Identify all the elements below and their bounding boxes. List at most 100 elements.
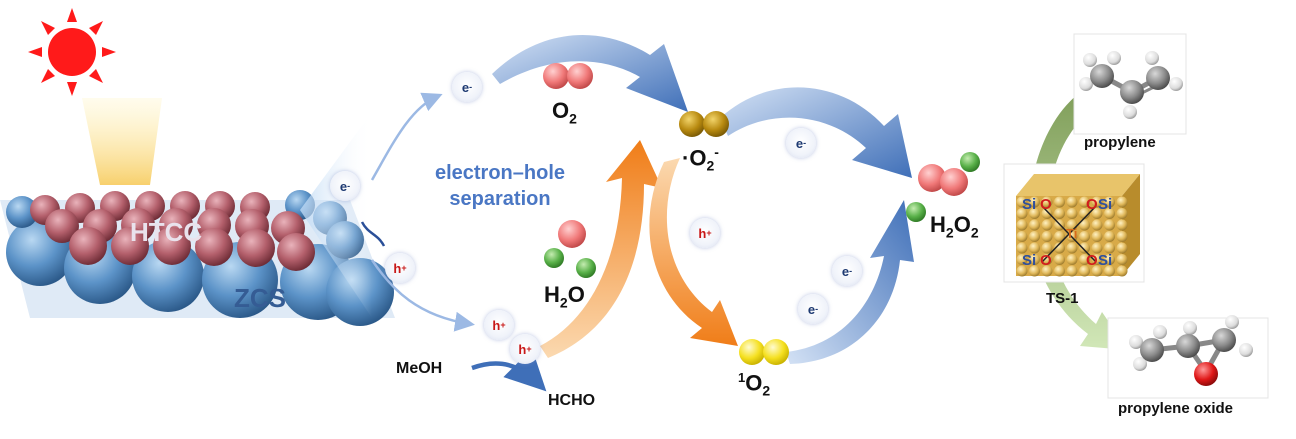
meoh-oxidation-arrow bbox=[471, 348, 547, 392]
water-oxidation-arrow bbox=[540, 140, 662, 358]
ts1-lattice-atom bbox=[1104, 242, 1115, 254]
propylene-label: propylene bbox=[1084, 134, 1156, 151]
ts1-o-label: O bbox=[1086, 196, 1098, 213]
light-beam bbox=[82, 98, 162, 185]
ts1-lattice-atom bbox=[1029, 196, 1040, 208]
charge-fan bbox=[300, 112, 372, 318]
ts1-lattice-atom bbox=[1116, 196, 1128, 208]
ts1-lattice-atom bbox=[1016, 208, 1028, 219]
ts1-lattice-atom bbox=[1016, 231, 1028, 242]
ts1-si-label: Si bbox=[1022, 196, 1037, 213]
ts1-si-label: Si bbox=[1098, 196, 1113, 213]
ts1-lattice-atom bbox=[1104, 265, 1115, 277]
ts1-lattice-atom bbox=[1054, 254, 1065, 265]
ts1-si-label: Si bbox=[1022, 252, 1037, 269]
ts1-lattice-atom bbox=[1091, 231, 1103, 242]
ts1-lattice-atom bbox=[1029, 219, 1040, 231]
ts1-lattice-atom bbox=[1016, 196, 1028, 208]
ts1-lattice-atom bbox=[1079, 254, 1090, 265]
singlet-to-h2o2-arrow bbox=[786, 200, 914, 364]
electron-path-arrow bbox=[370, 92, 443, 181]
ts1-lattice-atom bbox=[1091, 265, 1103, 277]
singlet-oxygen-label: 1O2 bbox=[738, 370, 771, 399]
ts1-lattice-atom bbox=[1091, 208, 1103, 219]
ts1-lattice-atom bbox=[1079, 208, 1090, 219]
superoxide-label: ·O2- bbox=[682, 144, 719, 174]
exchange-arrow bbox=[360, 221, 386, 247]
ts1-lattice-atom bbox=[1104, 208, 1115, 219]
hcho-label: HCHO bbox=[548, 392, 596, 409]
ts1-o-label: O bbox=[1040, 196, 1052, 213]
ts1-lattice-atom bbox=[1016, 242, 1028, 254]
water-molecule bbox=[544, 220, 596, 278]
ts1-lattice-atom bbox=[1041, 208, 1053, 219]
ts1-lattice-atom bbox=[1091, 196, 1103, 208]
ts1-lattice-atom bbox=[1066, 254, 1078, 265]
ts1-o-label: O bbox=[1040, 252, 1052, 269]
ts1-lattice-atom bbox=[1091, 242, 1103, 254]
hole-path-arrow bbox=[370, 259, 475, 332]
ts1-lattice-atom bbox=[1104, 231, 1115, 242]
zcs-label: ZCS bbox=[234, 283, 286, 313]
electron-carrier: e- bbox=[330, 171, 360, 201]
ts1-o-label: O bbox=[1086, 252, 1098, 269]
ts1-zeolite-block bbox=[1016, 174, 1140, 277]
catalyst-slab bbox=[0, 190, 395, 326]
ts1-lattice-atom bbox=[1066, 265, 1078, 277]
superoxide-to-singlet-arrow bbox=[649, 158, 738, 346]
ts1-lattice-atom bbox=[1041, 219, 1053, 231]
ts1-lattice-atom bbox=[1054, 208, 1065, 219]
propylene-oxide-label: propylene oxide bbox=[1118, 400, 1234, 417]
ts1-lattice-atom bbox=[1041, 265, 1053, 277]
hole-carrier: h+ bbox=[385, 253, 415, 283]
h2o2-label: H2O2 bbox=[930, 212, 979, 241]
superoxide-molecule bbox=[679, 111, 729, 137]
ts1-lattice-atom bbox=[1079, 219, 1090, 231]
propylene-oxide-molecule bbox=[1129, 315, 1253, 386]
ts1-lattice-atom bbox=[1104, 219, 1115, 231]
o2-label: O2 bbox=[552, 98, 577, 127]
separation-label: electron–hole separation bbox=[434, 162, 566, 210]
ts1-lattice-atom bbox=[1029, 254, 1040, 265]
ts1-lattice-atom bbox=[1066, 208, 1078, 219]
ts1-lattice-atom bbox=[1029, 242, 1040, 254]
singlet-oxygen-molecule bbox=[739, 339, 789, 365]
ts1-lattice-atom bbox=[1079, 196, 1090, 208]
ts1-lattice-atom bbox=[1116, 242, 1128, 254]
ts1-lattice-atom bbox=[1079, 231, 1090, 242]
ts1-lattice-atom bbox=[1091, 254, 1103, 265]
ts1-lattice-atom bbox=[1016, 219, 1028, 231]
ts1-lattice-atom bbox=[1116, 231, 1128, 242]
superoxide-to-h2o2-arrow bbox=[720, 87, 912, 178]
electron-carrier: e- bbox=[832, 256, 862, 286]
ts1-lattice-atom bbox=[1029, 265, 1040, 277]
ts1-lattice-atom bbox=[1066, 196, 1078, 208]
ts1-lattice-atom bbox=[1116, 265, 1128, 277]
ts1-lattice-atom bbox=[1041, 254, 1053, 265]
ts1-si-label: Si bbox=[1098, 252, 1113, 269]
ts1-ti-label: Ti bbox=[1066, 226, 1078, 241]
ts1-lattice-atom bbox=[1079, 242, 1090, 254]
ts1-lattice-atom bbox=[1029, 208, 1040, 219]
hole-carrier: h+ bbox=[510, 334, 540, 364]
ts1-lattice-atom bbox=[1054, 196, 1065, 208]
epoxidation-arrow bbox=[1029, 94, 1128, 350]
electron-carrier: e- bbox=[452, 72, 482, 102]
o2-molecule bbox=[543, 63, 593, 89]
electron-carrier: e- bbox=[786, 128, 816, 158]
ts1-label: TS-1 bbox=[1046, 290, 1079, 307]
propylene-molecule bbox=[1079, 51, 1183, 119]
ts1-lattice-atom bbox=[1041, 231, 1053, 242]
meoh-label: MeOH bbox=[396, 360, 443, 377]
ts1-lattice-atom bbox=[1054, 242, 1065, 254]
ts1-lattice-atom bbox=[1054, 231, 1065, 242]
h2o-label: H2O bbox=[544, 282, 585, 311]
ts1-lattice-atom bbox=[1054, 265, 1065, 277]
ts1-lattice-atom bbox=[1041, 242, 1053, 254]
ts1-lattice-atom bbox=[1079, 265, 1090, 277]
ts1-lattice-atom bbox=[1041, 196, 1053, 208]
h2o2-molecule bbox=[906, 152, 980, 222]
electron-carrier: e- bbox=[798, 294, 828, 324]
